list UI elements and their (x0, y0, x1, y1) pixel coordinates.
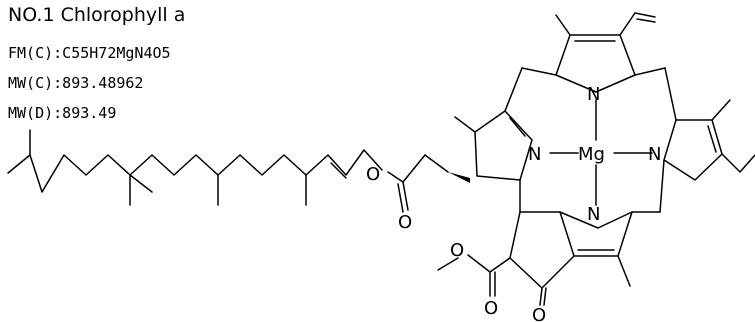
atom-n-right: N (648, 144, 661, 165)
atom-o-methoxy: O (450, 240, 464, 261)
atom-o-ketone: O (532, 305, 546, 322)
atom-mg: Mg (578, 144, 605, 165)
phytyl-chain (7, 129, 383, 206)
atom-n-top: N (587, 84, 600, 105)
mw-calculated-line: MW(C):893.48962 (8, 74, 144, 92)
atom-o-carbonyl: O (398, 212, 412, 233)
atom-n-bottom: N (587, 204, 600, 225)
compound-title: NO.1 Chlorophyll a (8, 4, 186, 26)
formula-line: FM(C):C55H72MgN4O5 (8, 44, 171, 62)
atom-o-methoxy-carbonyl: O (484, 298, 498, 319)
mw-displayed-line: MW(D):893.49 (8, 104, 117, 122)
atom-o-ester: O (366, 164, 380, 185)
macrocycle (437, 12, 755, 306)
atom-n-left: N (528, 144, 541, 165)
ester-linkage (387, 154, 470, 213)
